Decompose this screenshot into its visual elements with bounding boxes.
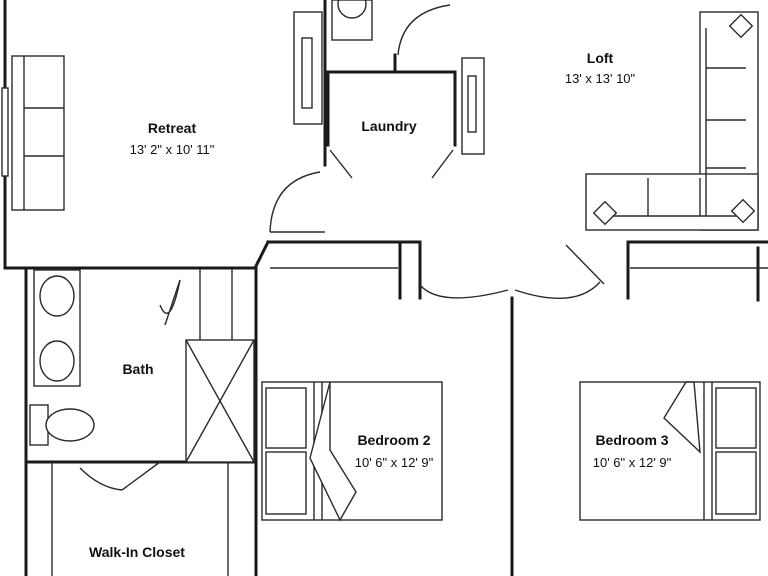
loft-dimensions: 13' x 13' 10": [565, 71, 636, 86]
loft-label: Loft: [587, 50, 614, 66]
bedroom2-dimensions: 10' 6" x 12' 9": [355, 455, 434, 470]
closet-door-leaf: [121, 461, 161, 491]
retreat-east-window-inner: [301, 37, 313, 109]
closet-door-swing: [79, 467, 123, 491]
bedroom3-blanket-fold: [663, 381, 701, 454]
room-labels: Retreat 13' 2" x 10' 11" Laundry Loft 13…: [89, 50, 672, 560]
retreat-door-swing: [269, 171, 321, 233]
loft-sectional-base: [585, 173, 759, 231]
loft-pillow-2: [592, 200, 618, 226]
laundry-door-right: [431, 149, 454, 179]
sink-2: [39, 340, 75, 382]
closet-label: Walk-In Closet: [89, 544, 185, 560]
bedroom3-dimensions: 10' 6" x 12' 9": [593, 455, 672, 470]
bedroom3-door-swing: [514, 281, 601, 300]
retreat-label: Retreat: [148, 120, 197, 136]
bedroom3-label: Bedroom 3: [595, 432, 668, 448]
bedroom2-blanket-fold: [309, 381, 357, 522]
toilet-bowl: [45, 408, 95, 442]
vanity: [33, 269, 81, 387]
laundry-label: Laundry: [361, 118, 416, 134]
sink-1: [39, 275, 75, 317]
retreat-sofa: [11, 55, 65, 211]
loft-pillow: [728, 13, 754, 39]
bedroom2-door-swing: [419, 284, 509, 299]
retreat-window: [1, 87, 9, 177]
walls: [3, 0, 768, 576]
retreat-dimensions: 13' 2" x 10' 11": [130, 142, 215, 157]
bedroom3-door-leaf: [565, 244, 605, 285]
bedroom3-bed: [579, 381, 761, 521]
furniture: [11, 0, 761, 522]
loft-pillow-3: [730, 198, 756, 224]
loft-door-swing: [397, 4, 451, 56]
bath-door-leaf: [164, 279, 181, 326]
windows: [1, 11, 485, 177]
loft-window-inner: [467, 75, 477, 133]
hall-corner: [252, 239, 271, 271]
doors: [79, 4, 605, 491]
bedroom2-label: Bedroom 2: [357, 432, 430, 448]
laundry-door-left: [329, 149, 353, 179]
bath-label: Bath: [122, 361, 153, 377]
